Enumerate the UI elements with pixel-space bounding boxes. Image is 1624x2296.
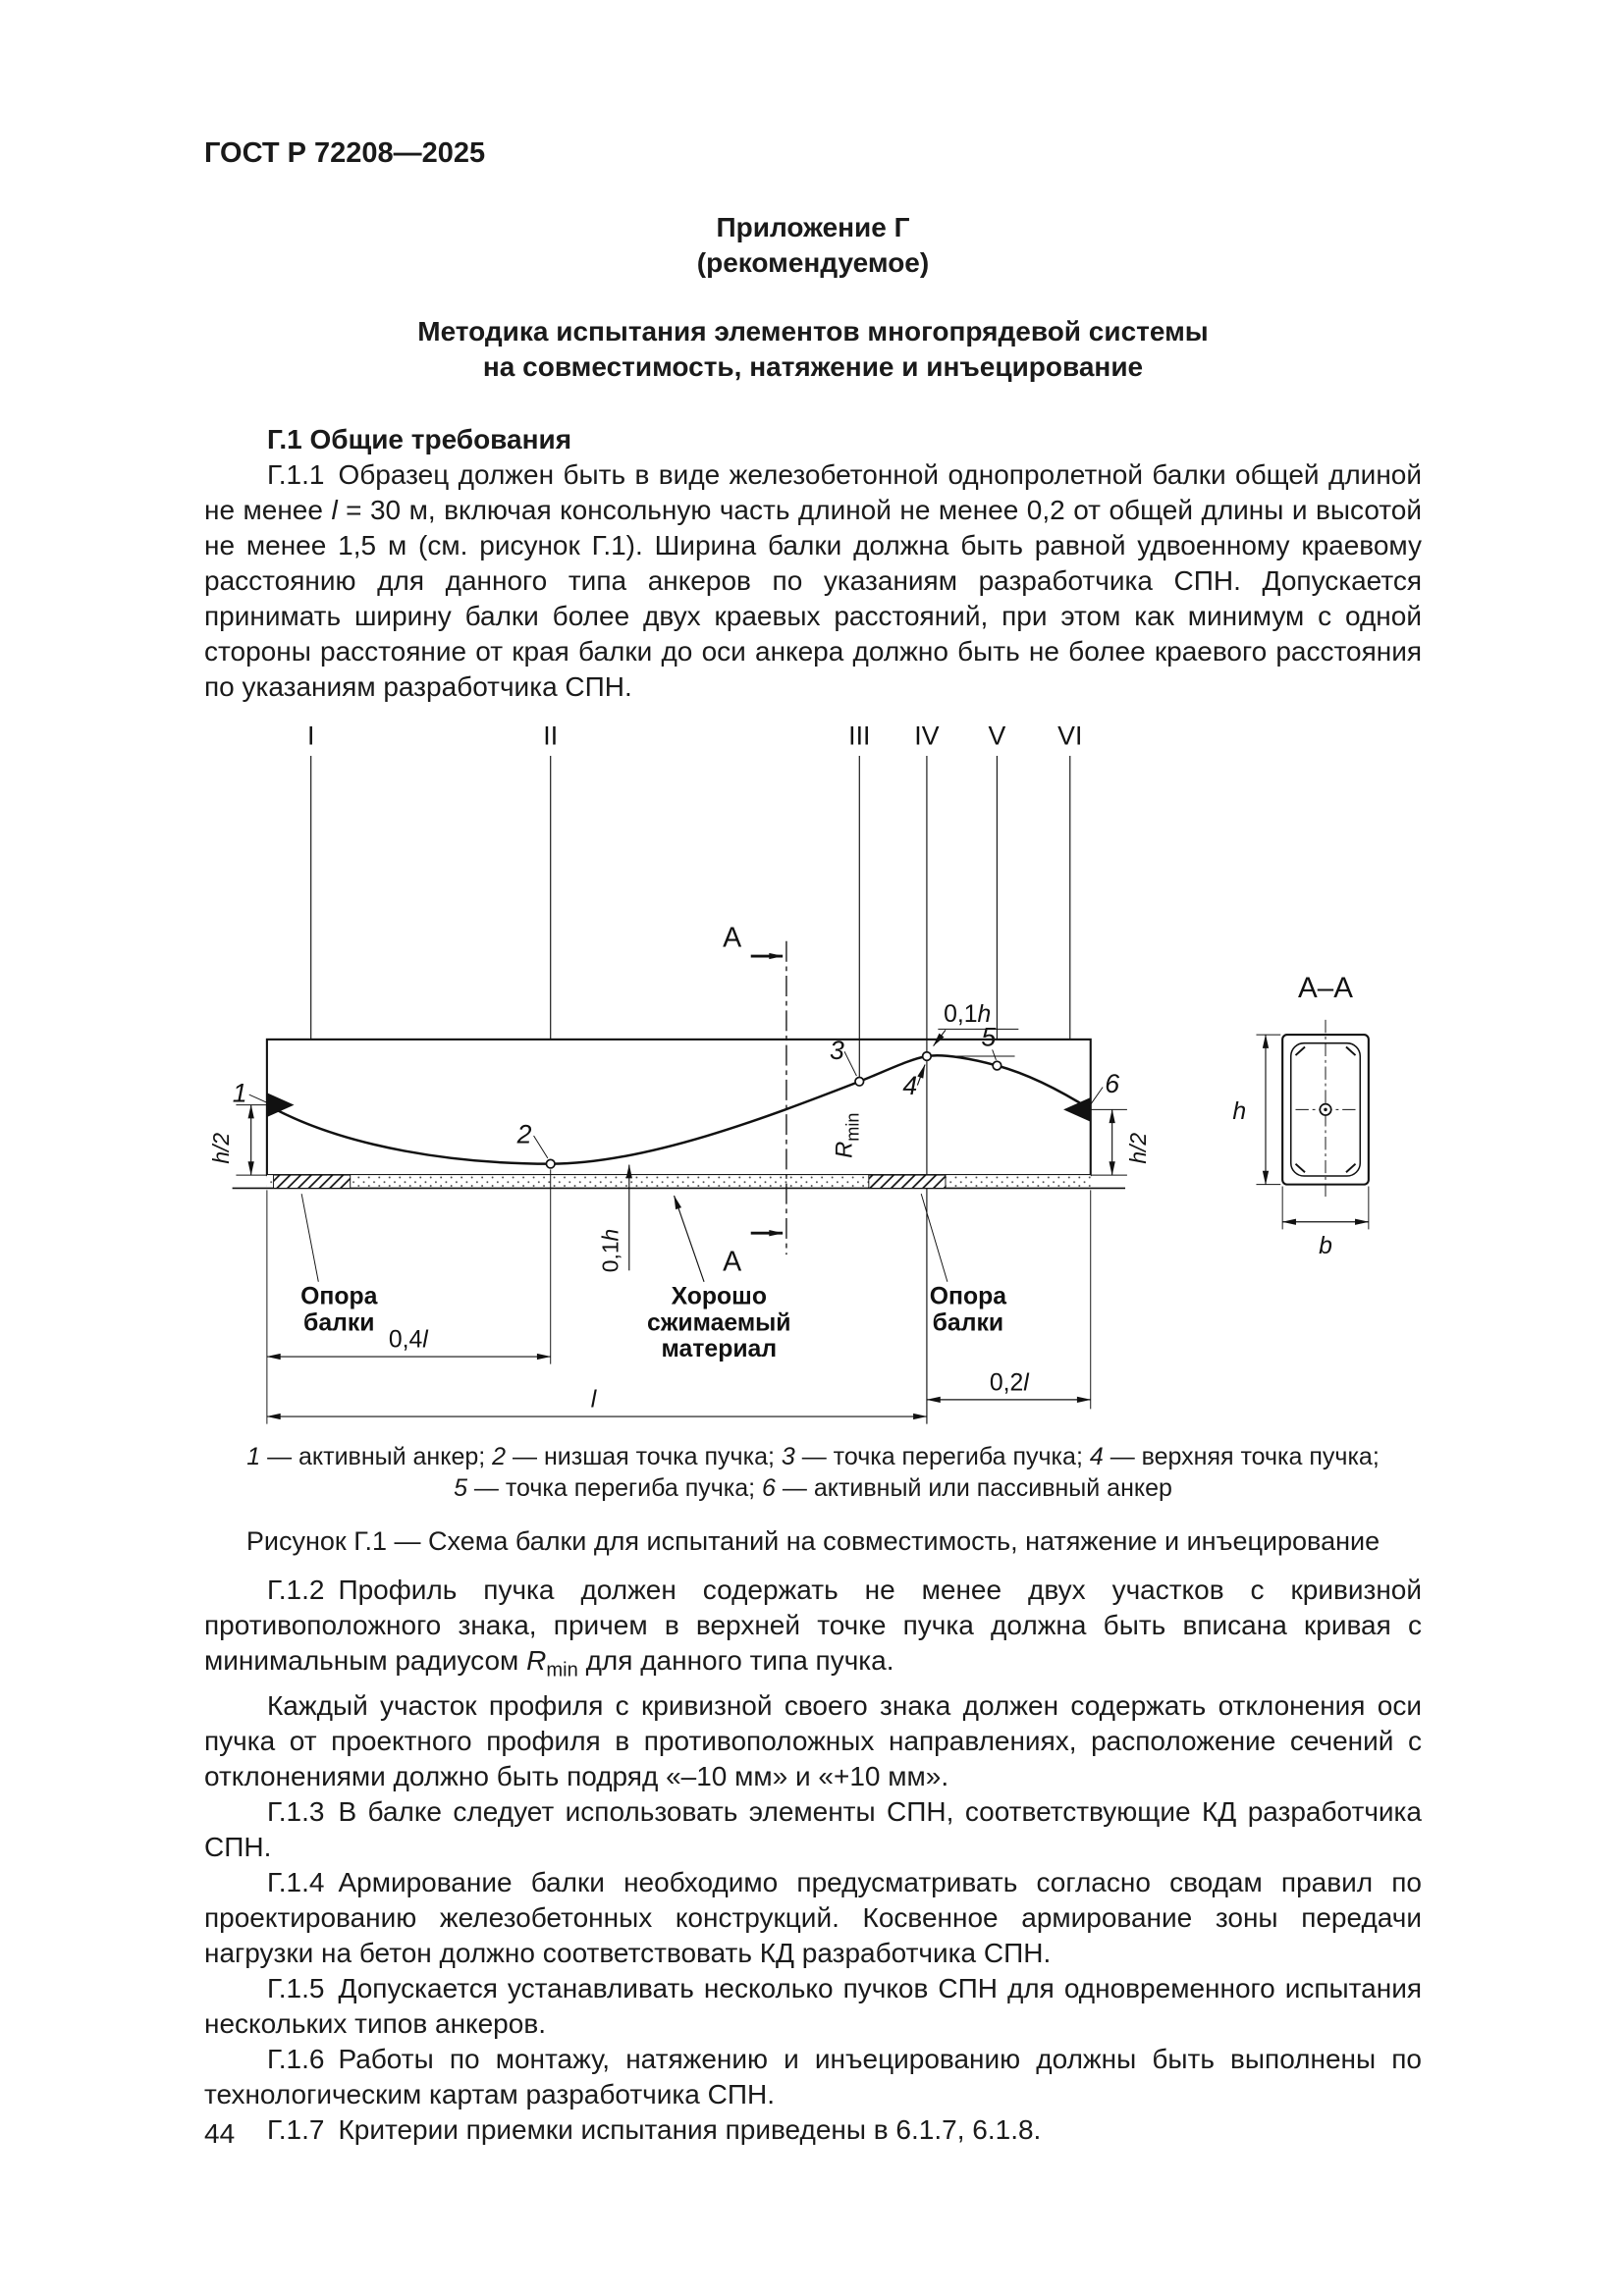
page-number: 44 xyxy=(204,2118,236,2149)
dimension-extension-lines xyxy=(266,1169,1092,1424)
material-label-2: сжимаемый xyxy=(647,1309,790,1336)
point-4-label: 4 xyxy=(902,1071,917,1100)
figure-legend: 1 — активный анкер; 2 — низшая точка пуч… xyxy=(204,1441,1422,1504)
figure-title: Рисунок Г.1 — Схема балки для испытаний … xyxy=(245,1526,1380,1556)
point-3-marker xyxy=(854,1076,865,1087)
paragraph-g13: Г.1.3 В балке следует использовать элеме… xyxy=(204,1795,1422,1862)
point-2-marker xyxy=(545,1158,556,1169)
support-right-leader xyxy=(920,1194,948,1282)
mark-I: I xyxy=(307,721,314,751)
support-left-label-2: балки xyxy=(303,1309,374,1336)
paragraph-g14: Г.1.4 Армирование балки необходимо преду… xyxy=(204,1866,1422,1968)
paragraph-g15: Г.1.5 Допускается устанавливать нескольк… xyxy=(204,1972,1422,2039)
dim-h2-right-lines xyxy=(1089,1108,1127,1176)
support-right-label-2: балки xyxy=(933,1309,1003,1336)
material-label-1: Хорошо xyxy=(672,1284,767,1310)
material-leader-arrow xyxy=(674,1195,705,1282)
main-title: Методика испытания элементов многопрядев… xyxy=(204,314,1422,385)
left-support-hatch xyxy=(273,1174,352,1189)
dim-h2-left: h/2 xyxy=(208,1133,234,1164)
mark-II: II xyxy=(543,721,558,751)
page-content: Приложение Г (рекомендуемое) Методика ис… xyxy=(204,210,1422,2148)
point-5-marker xyxy=(992,1060,1002,1071)
compressible-material-band xyxy=(266,1175,1091,1189)
doc-header: ГОСТ Р 72208—2025 xyxy=(204,137,486,169)
paragraph-g17: Г.1.7 Критерии приемки испытания приведе… xyxy=(267,2113,1042,2145)
appendix-block: Приложение Г (рекомендуемое) xyxy=(204,210,1422,281)
mark-IV: IV xyxy=(914,721,939,751)
dim-01h-top: 0,1h xyxy=(944,1001,991,1028)
dim-h: h xyxy=(1232,1098,1246,1125)
section-view-title: А–А xyxy=(1298,972,1353,1004)
paragraph-g12-2: Каждый участок профиля с кривизной своег… xyxy=(204,1689,1422,1791)
figure-caption-block: 1 — активный анкер; 2 — низшая точка пуч… xyxy=(204,1441,1422,1559)
dim-b: b xyxy=(1319,1233,1332,1259)
material-label-3: материал xyxy=(662,1336,778,1362)
mark-V: V xyxy=(989,721,1006,751)
figure-legend-line2: 5 — точка перегиба пучка; 6 — активный и… xyxy=(454,1474,1172,1502)
support-right-label-1: Опора xyxy=(930,1284,1006,1310)
point-3-label: 3 xyxy=(830,1036,844,1065)
point-6-label: 6 xyxy=(1105,1069,1119,1098)
mark-VI: VI xyxy=(1057,721,1082,751)
dim-04l: 0,4l xyxy=(389,1326,429,1353)
point-1-label: 1 xyxy=(233,1079,247,1108)
dim-h2-left-lines xyxy=(236,1104,268,1176)
support-left-leader xyxy=(300,1194,319,1282)
main-title-line2: на совместимость, натяжение и инъецирова… xyxy=(482,351,1144,382)
active-anchor-left xyxy=(266,1093,295,1117)
section-mark-lines xyxy=(310,756,1071,1424)
figure-legend-line1: 1 — активный анкер; 2 — низшая точка пуч… xyxy=(246,1443,1380,1470)
anchor-right xyxy=(1063,1096,1091,1122)
figure-g1: I II III IV V VI xyxy=(204,717,1422,1559)
cut-label-bottom: А xyxy=(723,1246,741,1277)
paragraph-g12-1: Г.1.2 Профиль пучка должен содержать не … xyxy=(204,1575,1422,1682)
beam-diagram: I II III IV V VI xyxy=(208,721,1370,1424)
main-title-line1: Методика испытания элементов многопрядев… xyxy=(417,316,1209,347)
point-leader-lines xyxy=(248,1049,1104,1159)
point-5-label: 5 xyxy=(981,1023,996,1052)
right-support-hatch xyxy=(868,1174,947,1189)
support-left-label-1: Опора xyxy=(300,1284,377,1310)
dim-01h-top-lines xyxy=(930,1028,1019,1057)
appendix-type: (рекомендуемое) xyxy=(696,247,930,278)
appendix-label: Приложение Г xyxy=(716,212,910,242)
dim-l: l xyxy=(591,1386,598,1413)
tendon-profile-curve xyxy=(266,1054,1092,1165)
point-4-marker xyxy=(921,1050,933,1062)
dim-h2-right: h/2 xyxy=(1125,1133,1151,1164)
section-view-drawing xyxy=(1256,1019,1370,1230)
section-heading: Г.1 Общие требования xyxy=(267,424,572,454)
mark-III: III xyxy=(848,721,870,751)
point-2-label: 2 xyxy=(516,1120,532,1149)
paragraph-g11: Г.1.1 Образец должен быть в виде железоб… xyxy=(204,459,1422,702)
dim-02l: 0,2l xyxy=(990,1369,1030,1396)
dim-01h-low: 0,1h xyxy=(597,1229,623,1273)
cut-label-top: А xyxy=(723,922,741,953)
dim-rmin: Rmin xyxy=(832,1113,863,1158)
paragraph-g16: Г.1.6 Работы по монтажу, натяжению и инъ… xyxy=(204,2043,1422,2109)
